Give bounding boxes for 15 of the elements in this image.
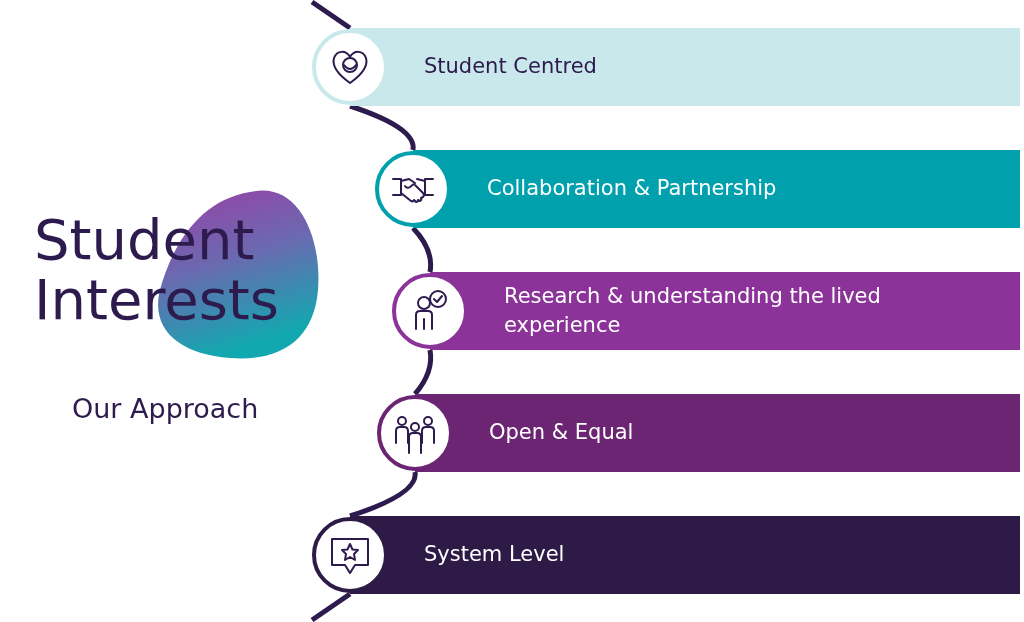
bar-label: Open & Equal (489, 419, 634, 447)
bar-label: Student Centred (424, 53, 597, 81)
approach-bar (392, 272, 1020, 350)
approach-bar (375, 150, 1020, 228)
subtitle: Our Approach (72, 393, 259, 424)
timeline-line (310, 0, 352, 31)
bar-label: System Level (424, 541, 565, 569)
timeline-line (349, 471, 418, 519)
bar-label: Collaboration & Partnership (487, 175, 777, 203)
approach-bar (312, 28, 1020, 106)
approach-bar (377, 394, 1020, 472)
timeline-line (413, 349, 434, 396)
timeline-line (411, 226, 434, 273)
approach-bar (312, 516, 1020, 594)
bar-label: Research & understanding the lived experience (504, 282, 882, 339)
